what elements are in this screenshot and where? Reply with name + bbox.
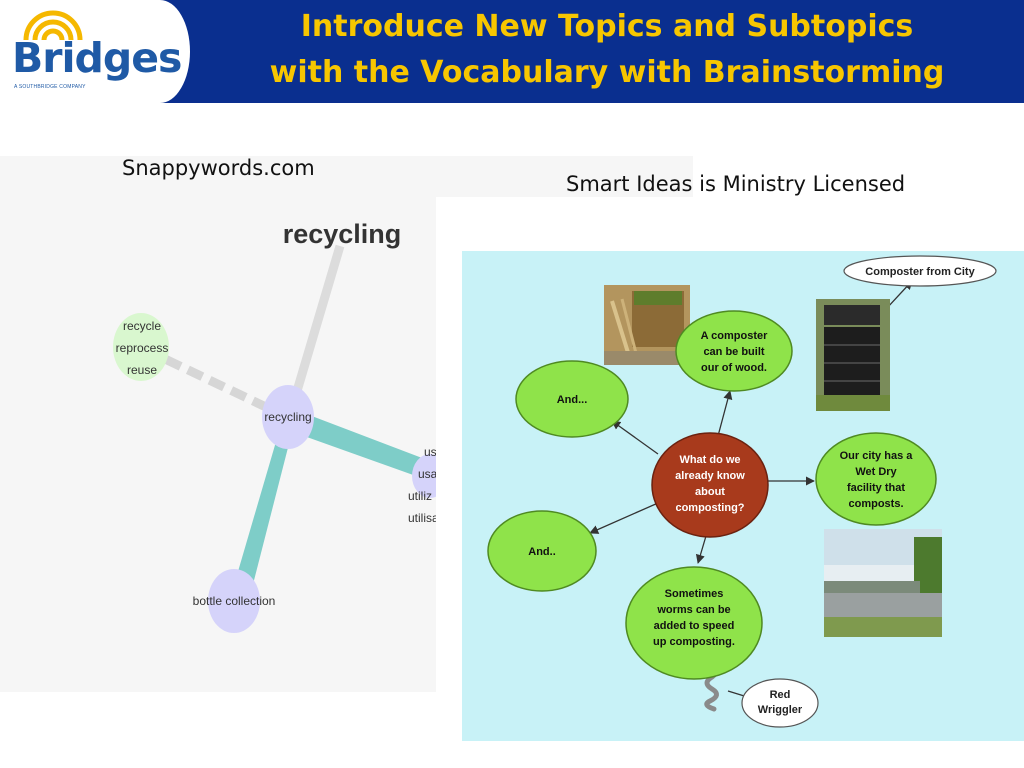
worms-line-2: worms can be (656, 604, 730, 616)
and-top-label: And... (557, 394, 588, 406)
word-graph: recycling recycle reprocess reuse recycl… (113, 219, 448, 633)
node-center[interactable] (262, 385, 314, 449)
logo: Bridges A SOUTHBRIDGE COMPANY (0, 0, 190, 103)
worms-line-4: up composting. (653, 636, 735, 648)
center-label: recycling (264, 410, 311, 424)
wriggler-line-1: Red (770, 689, 791, 701)
caption-snappywords: Snappywords.com (122, 156, 315, 180)
worms-line-3: added to speed (654, 620, 735, 632)
city-line-1: Our city has a (840, 450, 914, 462)
worms-line-1: Sometimes (665, 588, 724, 600)
wooden-composter-photo (604, 285, 690, 365)
synonym-2: reprocess (116, 341, 169, 355)
word-title: recycling (283, 219, 402, 249)
node-red-wriggler[interactable] (741, 678, 819, 728)
node-bottom[interactable] (208, 569, 260, 633)
node-center[interactable] (651, 432, 769, 538)
city-line-4: composts. (848, 498, 903, 510)
bottom-label: bottle collection (193, 594, 276, 608)
concept-map: What do we already know about composting… (487, 255, 997, 728)
city-line-3: facility that (847, 482, 905, 494)
arrow-to-and-top (611, 420, 659, 455)
wood-line-2: can be built (703, 346, 764, 358)
edge-bottom (232, 428, 292, 596)
arrow-to-wood (717, 390, 733, 437)
node-synonyms[interactable] (113, 313, 169, 381)
wood-line-1: A composter (701, 330, 769, 342)
slide-title: Introduce New Topics and Subtopics with … (190, 4, 1024, 96)
logo-wordmark: Bridges (12, 34, 182, 82)
node-composter-from-city[interactable] (843, 255, 997, 287)
slide-title-line-2: with the Vocabulary with Brainstorming (269, 55, 945, 90)
node-worms[interactable] (625, 566, 763, 680)
caption-smart-ideas: Smart Ideas is Ministry Licensed (566, 172, 906, 196)
right-word-2: usa (418, 467, 438, 481)
city-composter-photo (816, 299, 890, 411)
slide-title-line-1: Introduce New Topics and Subtopics (300, 9, 914, 44)
arrow-to-worms (695, 535, 707, 564)
city-line-2: Wet Dry (855, 466, 897, 478)
right-word-3: utiliz (408, 489, 432, 503)
center-line-4: composting? (675, 502, 744, 514)
edge-right (296, 410, 430, 481)
node-and-bottom[interactable] (487, 510, 597, 592)
arrow-to-and-bottom (589, 502, 659, 534)
and-bottom-label: And.. (528, 546, 556, 558)
wriggler-line-2: Wriggler (758, 704, 803, 716)
smart-ideas-map: What do we already know about composting… (462, 251, 1024, 741)
node-city-facility[interactable] (815, 432, 937, 526)
synonym-3: reuse (127, 363, 157, 377)
facility-photo (824, 529, 942, 637)
right-word-4: utilisa (408, 511, 439, 525)
sunrise-arcs-icon (23, 10, 83, 41)
node-composter-wood[interactable] (675, 310, 793, 392)
center-line-2: already know (675, 470, 745, 482)
logo-tagline: A SOUTHBRIDGE COMPANY (14, 84, 86, 90)
synonym-1: recycle (123, 319, 161, 333)
center-line-3: about (695, 486, 725, 498)
header-band: Bridges A SOUTHBRIDGE COMPANY Introduce … (0, 0, 1024, 103)
node-and-top[interactable] (515, 360, 629, 438)
right-word-1: us (424, 445, 437, 459)
center-line-1: What do we (679, 454, 740, 466)
composter-city-label: Composter from City (865, 266, 975, 278)
wood-line-3: our of wood. (701, 362, 767, 374)
